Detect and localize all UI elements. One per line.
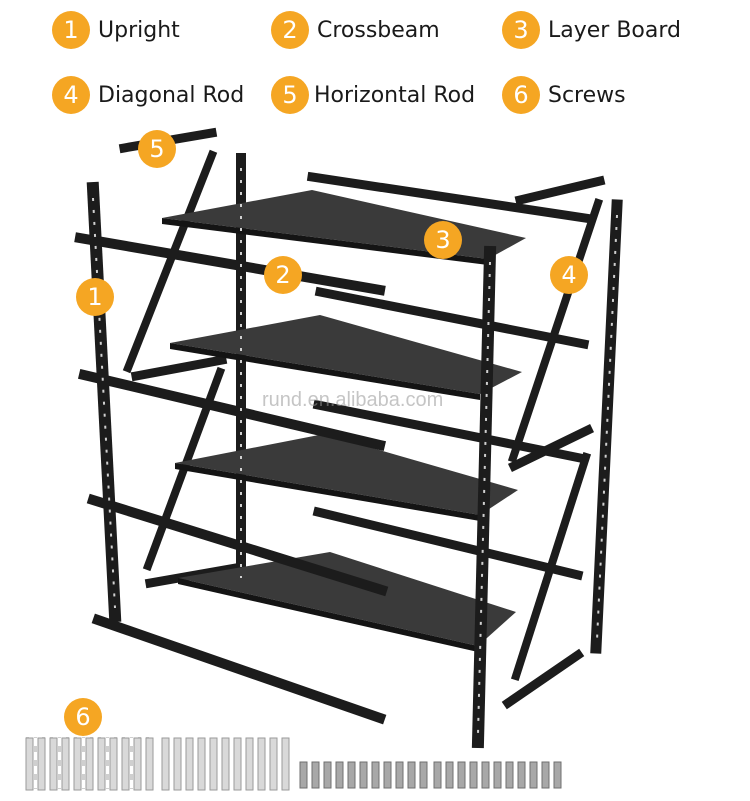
horizontal-rod-left-mid [130,354,228,382]
legend-item-crossbeam: 2 Crossbeam [271,10,440,50]
callout-screws: 6 [64,698,102,736]
diagonal-rod-right-bottom [510,451,592,682]
crossbeam-front-2 [77,368,387,452]
watermark: rund.en.alibaba.com [262,389,444,411]
callout-crossbeam: 2 [264,256,302,294]
callout-diagonal-rod: 4 [550,256,588,294]
diagonal-rod-right-top [507,197,604,464]
legend-item-layer-board: 3 Layer Board [502,10,681,50]
legend-badge: 3 [502,11,540,49]
screws-short-group-1 [299,761,428,789]
legend-badge: 1 [52,11,90,49]
screws-short-group-2 [433,761,562,789]
crossbeam-front-4 [91,613,387,725]
horizontal-rod-right-mid [507,423,595,473]
horizontal-rod-right-top [514,175,606,206]
upright-right [590,199,623,654]
legend-label: Upright [98,17,180,43]
callout-layer-board: 3 [424,221,462,259]
crossbeam-back-4 [312,506,584,581]
legend-label: Diagonal Rod [98,82,245,108]
screws-long-group-1 [24,737,154,791]
legend-label: Horizontal Rod [314,82,476,108]
legend-badge: 5 [271,76,309,114]
legend-label: Crossbeam [317,17,440,43]
legend-badge: 6 [502,76,540,114]
legend-label: Screws [548,82,626,108]
legend-item-screws: 6 Screws [502,75,626,115]
diagonal-rod-back-top [122,149,218,374]
horizontal-rod-right-bottom [501,648,585,710]
layer-boards [162,190,526,652]
crossbeam-front-1 [74,232,386,296]
callout-upright: 1 [76,278,114,316]
legend-item-diagonal-rod: 4 Diagonal Rod [52,75,244,115]
legend-label: Layer Board [548,17,681,43]
crossbeam-back-2 [314,286,590,350]
callout-horizontal-rod: 5 [138,130,176,168]
crossbeam-back-top [306,171,591,224]
crossbeam-front-3 [86,493,389,597]
legend-badge: 4 [52,76,90,114]
legend-item-upright: 1 Upright [52,10,180,50]
crossbeam-back-3 [312,399,586,464]
legend-badge: 2 [271,11,309,49]
legend-item-horizontal-rod: 5 Horizontal Rod [271,75,475,115]
screws-long-group-2 [161,737,290,791]
